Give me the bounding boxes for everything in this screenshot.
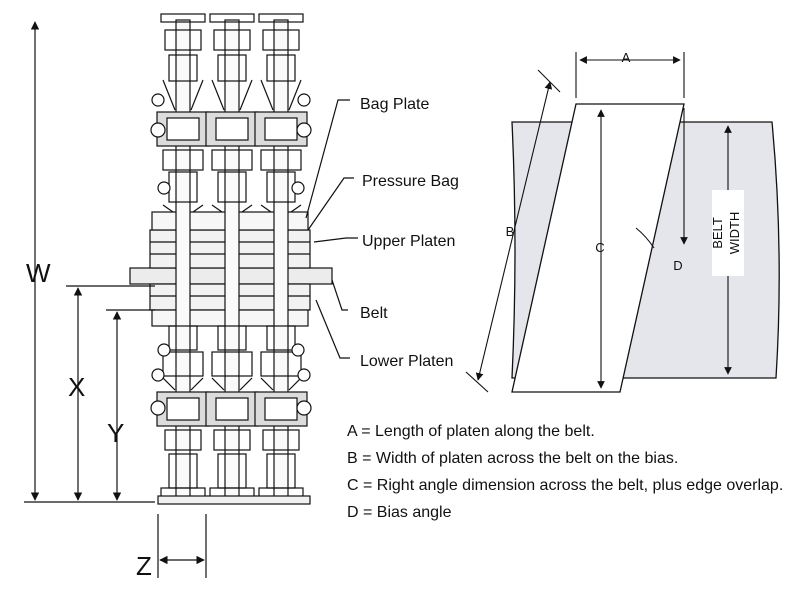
bias-angle-arc [635,227,655,249]
legend-item-b: B = Width of platen across the belt on t… [347,450,679,467]
legend-item-c: C = Right angle dimension across the bel… [347,477,784,494]
callout-leaders [305,99,358,359]
dimension-d-label: D [673,258,682,273]
callout-pressure-bag: Pressure Bag [362,173,459,190]
legend: A = Length of platen along the belt. B =… [347,418,787,526]
callout-bag-plate: Bag Plate [360,96,429,113]
legend-item-d: D = Bias angle [347,504,452,521]
bias-dimension-lines [465,52,732,393]
clamp-column-1 [156,13,210,503]
callout-upper-platen: Upper Platen [362,233,455,250]
dimension-x-label: X [68,372,85,402]
legend-item-a: A = Length of platen along the belt. [347,423,595,440]
dimension-w-label: W [26,258,51,288]
dimension-b-label: B [506,224,515,239]
dimension-lines [24,21,207,578]
dimension-z-label: Z [136,551,152,581]
side-handles [150,93,312,416]
belt-width-label-2: WIDTH [727,212,742,255]
callout-lower-platen: Lower Platen [360,353,453,370]
belt-width-label-1: BELT [710,217,725,249]
press-assembly [129,13,333,505]
dimension-b-line [475,81,553,381]
belt-width-label-bg [712,190,744,276]
dimension-a-label: A [622,50,631,65]
press-base-foot [157,495,311,505]
dimension-c-label: C [595,240,604,255]
clamp-column-2 [205,13,259,503]
clamp-column-3 [254,13,308,503]
callout-belt: Belt [360,305,388,322]
dimension-y-label: Y [107,418,124,448]
